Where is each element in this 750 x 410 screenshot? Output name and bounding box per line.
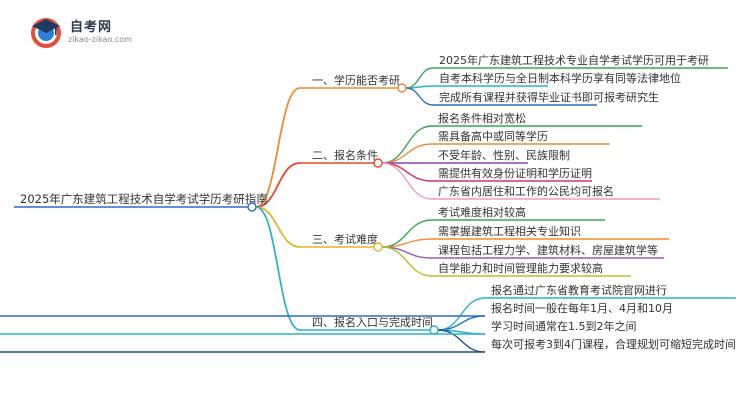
leaf-link xyxy=(405,87,434,106)
root-topic[interactable]: 2025年广东建筑工程技术自学考试学历考研指南 xyxy=(20,192,268,206)
logo-name: 自考网 xyxy=(70,20,113,35)
logo-url: zikao-zikao.com xyxy=(68,35,132,44)
leaf-link xyxy=(437,297,486,331)
leaf-link xyxy=(405,67,434,89)
branch-link xyxy=(255,162,301,208)
branch-topic[interactable]: 四、报名入口与完成时间 xyxy=(312,315,433,329)
leaf-topic[interactable]: 报名条件相对宽松 xyxy=(438,111,526,125)
leaf-topic[interactable]: 课程包括工程力学、建筑材料、房屋建筑学等 xyxy=(438,243,658,257)
leaf-link xyxy=(381,162,433,182)
leaf-topic[interactable]: 广东省内居住和工作的公民均可报名 xyxy=(438,184,614,198)
leaf-topic[interactable]: 不受年龄、性别、民族限制 xyxy=(438,148,570,162)
branch-connector-dot[interactable] xyxy=(373,242,383,252)
leaf-topic[interactable]: 报名通过广东省教育考试院官网进行 xyxy=(491,283,667,297)
branch-topic[interactable]: 一、学历能否考研 xyxy=(312,73,400,87)
leaf-topic[interactable]: 需掌握建筑工程相关专业知识 xyxy=(438,224,581,238)
branch-connector-dot[interactable] xyxy=(429,325,439,335)
leaf-link xyxy=(381,143,433,164)
leaf-topic[interactable]: 完成所有课程并获得毕业证书即可报考研究生 xyxy=(439,90,659,104)
leaf-topic[interactable]: 学习时间通常在1.5到2年之间 xyxy=(491,319,637,333)
branch-connector-dot[interactable] xyxy=(373,158,383,168)
leaf-topic[interactable]: 每次可报考3到4门课程，合理规划可缩短完成时间 xyxy=(491,337,736,351)
leaf-topic[interactable]: 自学能力和时间管理能力要求较高 xyxy=(438,261,603,275)
leaf-topic[interactable]: 自考本科学历与全日制本科学历享有同等法律地位 xyxy=(439,71,681,85)
branch-topic[interactable]: 三、考试难度 xyxy=(312,232,378,246)
leaf-topic[interactable]: 考试难度相对较高 xyxy=(438,205,526,219)
graduation-cap-icon xyxy=(31,18,61,48)
leaf-link xyxy=(437,315,486,331)
mind-map-nodes: 2025年广东建筑工程技术自学考试学历考研指南 一、学历能否考研 2025年广东建筑… xyxy=(0,53,736,353)
leaf-topic[interactable]: 需具备高中或同等学历 xyxy=(438,129,548,143)
branch-link xyxy=(255,206,301,248)
leaf-link xyxy=(381,162,433,200)
branch-topic[interactable]: 二、报名条件 xyxy=(312,148,378,162)
leaf-topic[interactable]: 报名时间一般在每年1月、4月和10月 xyxy=(491,301,673,315)
leaf-topic[interactable]: 需提供有效身份证明和学历证明 xyxy=(438,166,592,180)
branch-link xyxy=(255,87,301,208)
leaf-link xyxy=(381,246,433,277)
root-connector-dot[interactable] xyxy=(247,202,257,212)
site-logo[interactable]: 自考网 zikao-zikao.com xyxy=(28,14,148,56)
branch-connector-dot[interactable] xyxy=(397,83,407,93)
leaf-topic[interactable]: 2025年广东建筑工程技术专业自学考试学历可用于考研 xyxy=(439,53,709,67)
branch-link xyxy=(255,206,301,331)
